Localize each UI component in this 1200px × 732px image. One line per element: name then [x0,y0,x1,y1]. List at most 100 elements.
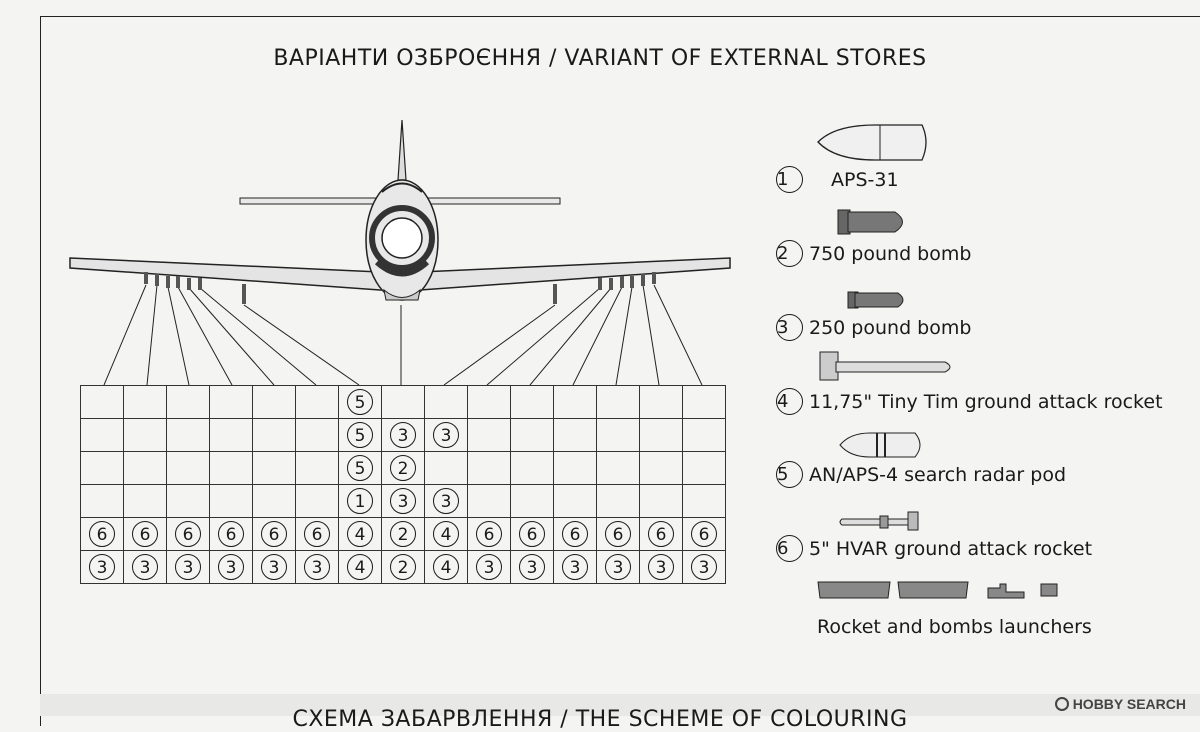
title-external-stores: ВАРІАНТИ ОЗБРОЄННЯ / VARIANT OF EXTERNAL… [273,46,927,71]
loadout-cell [682,385,726,419]
loadout-cell: 4 [424,517,468,551]
loadout-cell [166,451,210,485]
loadout-cell: 3 [80,550,124,584]
loadout-cell [166,418,210,452]
pylons [144,272,656,304]
title-colour-scheme: СХЕМА ЗАБАРВЛЕННЯ / THE SCHEME OF COLOUR… [292,707,908,732]
loadout-cell [553,385,597,419]
loadout-cell: 3 [166,550,210,584]
loadout-cell [123,418,167,452]
loadout-cell: 3 [295,550,339,584]
loadout-cell [209,385,253,419]
legend-number-badge: 1 [776,166,803,193]
loadout-cell [553,484,597,518]
store-number-badge: 2 [390,455,416,481]
store-number-badge: 6 [132,521,158,547]
loadout-cell [295,484,339,518]
loadout-cell [510,385,554,419]
store-number-badge: 6 [691,521,717,547]
loadout-cell [80,385,124,419]
store-number-badge: 5 [347,389,373,415]
loadout-cell: 4 [338,517,382,551]
store-number-badge: 5 [347,422,373,448]
loadout-cell: 3 [424,418,468,452]
loadout-cell: 6 [639,517,683,551]
legend-number-badge: 6 [776,535,803,562]
loadout-cell [424,385,468,419]
loadout-cell [424,451,468,485]
store-number-badge: 2 [390,521,416,547]
store-number-badge: 3 [562,554,588,580]
loadout-cell: 2 [381,550,425,584]
loadout-row: 5 [80,385,726,419]
loadout-cell [252,451,296,485]
store-number-badge: 3 [476,554,502,580]
loadout-cell [381,385,425,419]
store-number-badge: 6 [304,521,330,547]
loadout-cell [123,451,167,485]
loadout-cell [166,484,210,518]
store-number-badge: 3 [261,554,287,580]
loadout-cell [510,451,554,485]
legend-label: 5" HVAR ground attack rocket [809,537,1093,560]
loadout-cell [553,418,597,452]
loadout-cell [639,385,683,419]
loadout-cell: 6 [553,517,597,551]
loadout-cell [209,418,253,452]
loadout-cell [295,418,339,452]
loadout-cell: 3 [209,550,253,584]
loadout-cell [80,484,124,518]
store-number-badge: 3 [390,488,416,514]
loadout-cell: 6 [596,517,640,551]
loadout-cell [596,451,640,485]
loadout-cell [596,418,640,452]
store-number-badge: 6 [648,521,674,547]
legend-number-badge: 2 [776,240,803,267]
loadout-cell: 6 [295,517,339,551]
loadout-cell [166,385,210,419]
legend-label: AN/APS-4 search radar pod [809,463,1067,486]
loadout-cell: 6 [252,517,296,551]
store-number-badge: 3 [433,422,459,448]
hobby-search-logo-icon [1054,697,1069,711]
loadout-cell: 6 [682,517,726,551]
store-number-badge: 3 [89,554,115,580]
store-number-badge: 2 [390,554,416,580]
loadout-cell: 3 [123,550,167,584]
loadout-cell [596,385,640,419]
loadout-cell: 3 [510,550,554,584]
loadout-cell [682,484,726,518]
loadout-cell: 6 [467,517,511,551]
pylon-leader-lines [103,284,703,386]
legend-number-badge: 4 [776,388,803,415]
loadout-cell [467,385,511,419]
store-number-badge: 6 [562,521,588,547]
store-number-badge: 1 [347,488,373,514]
loadout-cell [252,418,296,452]
store-number-badge: 3 [433,488,459,514]
loadout-cell [682,418,726,452]
loadout-cell: 4 [424,550,468,584]
legend-label: 250 pound bomb [809,316,972,339]
loadout-cell [252,385,296,419]
store-number-badge: 3 [691,554,717,580]
loadout-cell: 3 [467,550,511,584]
store-number-badge: 6 [476,521,502,547]
loadout-cell [123,385,167,419]
store-number-badge: 3 [132,554,158,580]
store-number-badge: 6 [605,521,631,547]
page-frame [40,16,1200,726]
store-number-badge: 4 [433,554,459,580]
loadout-cell: 2 [381,451,425,485]
store-number-badge: 6 [89,521,115,547]
loadout-cell: 3 [381,484,425,518]
store-number-badge: 5 [347,455,373,481]
loadout-cell: 6 [209,517,253,551]
